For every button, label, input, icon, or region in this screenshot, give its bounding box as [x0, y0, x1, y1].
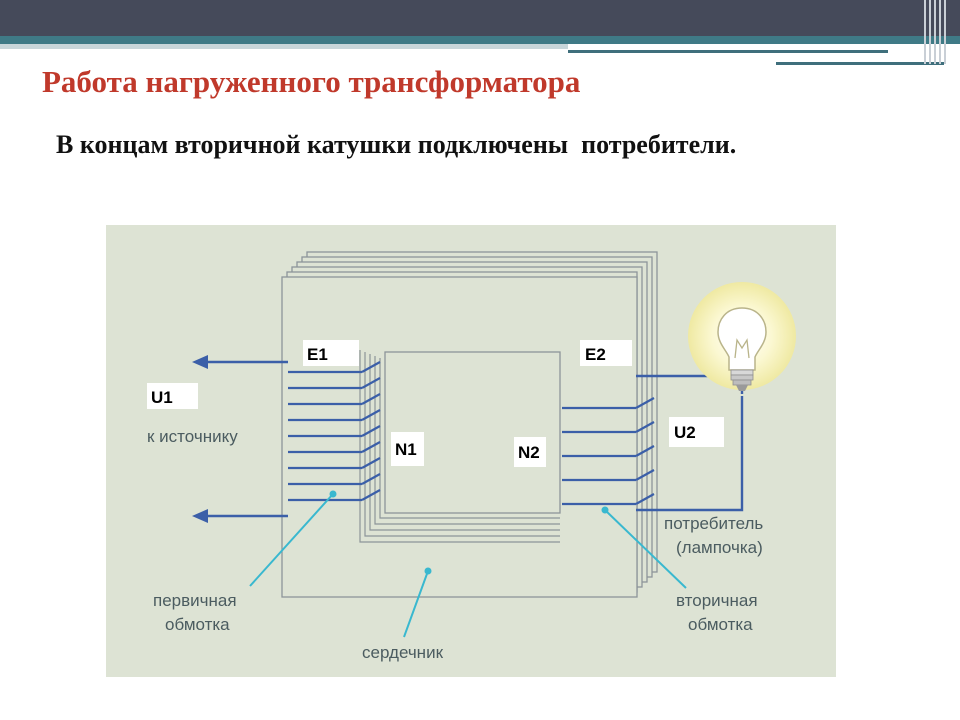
winding-turn — [361, 473, 381, 485]
e1-label: E1 — [307, 345, 328, 364]
source-leads — [192, 355, 288, 523]
header-decoration — [924, 0, 946, 64]
header-stripe — [568, 50, 888, 53]
consumer-label: потребитель — [664, 514, 763, 533]
header-accent-bar — [0, 36, 960, 44]
e2-box — [580, 340, 632, 366]
winding-turn — [361, 377, 381, 389]
slide-title: Работа нагруженного трансформатора — [42, 64, 581, 99]
source-label: к источнику — [147, 427, 238, 446]
winding-turn — [635, 469, 655, 481]
slide-subtitle: В концам вторичной катушки подключены по… — [56, 130, 737, 159]
secondary-winding — [562, 397, 655, 506]
n1-label: N1 — [395, 440, 417, 459]
u1-label: U1 — [151, 388, 173, 407]
u1-box — [147, 383, 198, 409]
arrow-left-icon — [192, 509, 208, 523]
pointer-dot — [601, 506, 609, 514]
n2-box — [514, 437, 546, 467]
winding-turn — [635, 493, 655, 505]
light-bulb-icon — [688, 282, 796, 391]
winding-turn — [361, 425, 381, 437]
winding-turn — [635, 421, 655, 433]
e1-box — [303, 340, 359, 366]
pointer-dot — [424, 567, 432, 575]
arrow-left-icon — [192, 355, 208, 369]
winding-turn — [361, 457, 381, 469]
header-light-bar — [0, 44, 568, 49]
primary-winding — [288, 361, 381, 502]
header-bar — [0, 0, 960, 36]
primary-winding-label: обмотка — [165, 615, 230, 634]
secondary-winding-label: обмотка — [688, 615, 753, 634]
n1-box — [391, 432, 424, 466]
winding-turn — [635, 397, 655, 409]
header-stripe — [776, 62, 944, 65]
winding-turn — [361, 409, 381, 421]
winding-turn — [635, 445, 655, 457]
e2-label: E2 — [585, 345, 606, 364]
secondary-winding-label: вторичная — [676, 591, 758, 610]
winding-turn — [361, 441, 381, 453]
winding-turn — [361, 361, 381, 373]
winding-turn — [361, 489, 381, 501]
consumer-label: (лампочка) — [676, 538, 763, 557]
pointer-secondary — [604, 509, 687, 589]
u2-label: U2 — [674, 423, 696, 442]
load-wire-bottom — [636, 396, 744, 512]
u2-box — [669, 417, 724, 447]
winding-turn — [361, 393, 381, 405]
pointers — [249, 490, 687, 638]
n2-label: N2 — [518, 443, 540, 462]
pointer-primary — [249, 493, 334, 587]
pointer-dot — [329, 490, 337, 498]
core-label: сердечник — [362, 643, 444, 662]
pointer-core — [403, 570, 429, 638]
primary-winding-label: первичная — [153, 591, 237, 610]
